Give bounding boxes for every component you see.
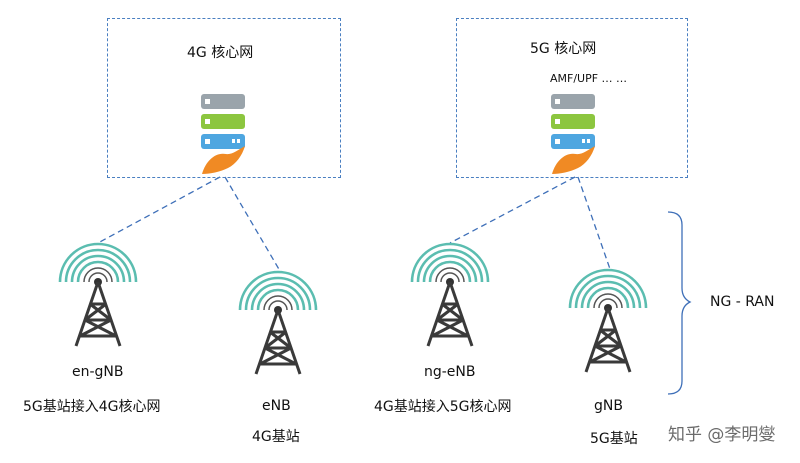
station-desc-enb: 4G基站 bbox=[252, 429, 300, 445]
core-5g-box bbox=[456, 18, 688, 178]
core-5g-subtitle: AMF/UPF … … bbox=[550, 72, 628, 85]
link-5gcore-gnb bbox=[577, 176, 611, 270]
link-4gcore-enb bbox=[224, 176, 281, 272]
cell-tower-icon bbox=[58, 242, 138, 347]
watermark: 知乎 @李明燮 bbox=[668, 425, 776, 445]
station-desc-en-gnb: 5G基站接入4G核心网 bbox=[23, 399, 161, 415]
station-desc-ng-enb: 4G基站接入5G核心网 bbox=[374, 399, 512, 415]
station-name-enb: eNB bbox=[262, 398, 291, 414]
ng-ran-bracket bbox=[667, 211, 692, 395]
station-name-gnb: gNB bbox=[594, 398, 623, 414]
ng-ran-label: NG - RAN bbox=[710, 294, 775, 310]
cell-tower-icon bbox=[568, 268, 648, 373]
cell-tower-icon bbox=[410, 242, 490, 347]
core-4g-title: 4G 核心网 bbox=[187, 45, 254, 61]
link-5gcore-ngenb bbox=[449, 176, 576, 244]
station-name-en-gnb: en-gNB bbox=[72, 364, 124, 380]
station-desc-gnb: 5G基站 bbox=[590, 431, 638, 447]
station-name-ng-enb: ng-eNB bbox=[424, 364, 476, 380]
server-stack-icon bbox=[201, 94, 245, 174]
core-4g-box bbox=[107, 18, 341, 178]
link-4gcore-engnb bbox=[97, 176, 221, 244]
server-stack-icon bbox=[551, 94, 595, 174]
core-5g-title: 5G 核心网 bbox=[530, 41, 597, 57]
cell-tower-icon bbox=[238, 270, 318, 375]
